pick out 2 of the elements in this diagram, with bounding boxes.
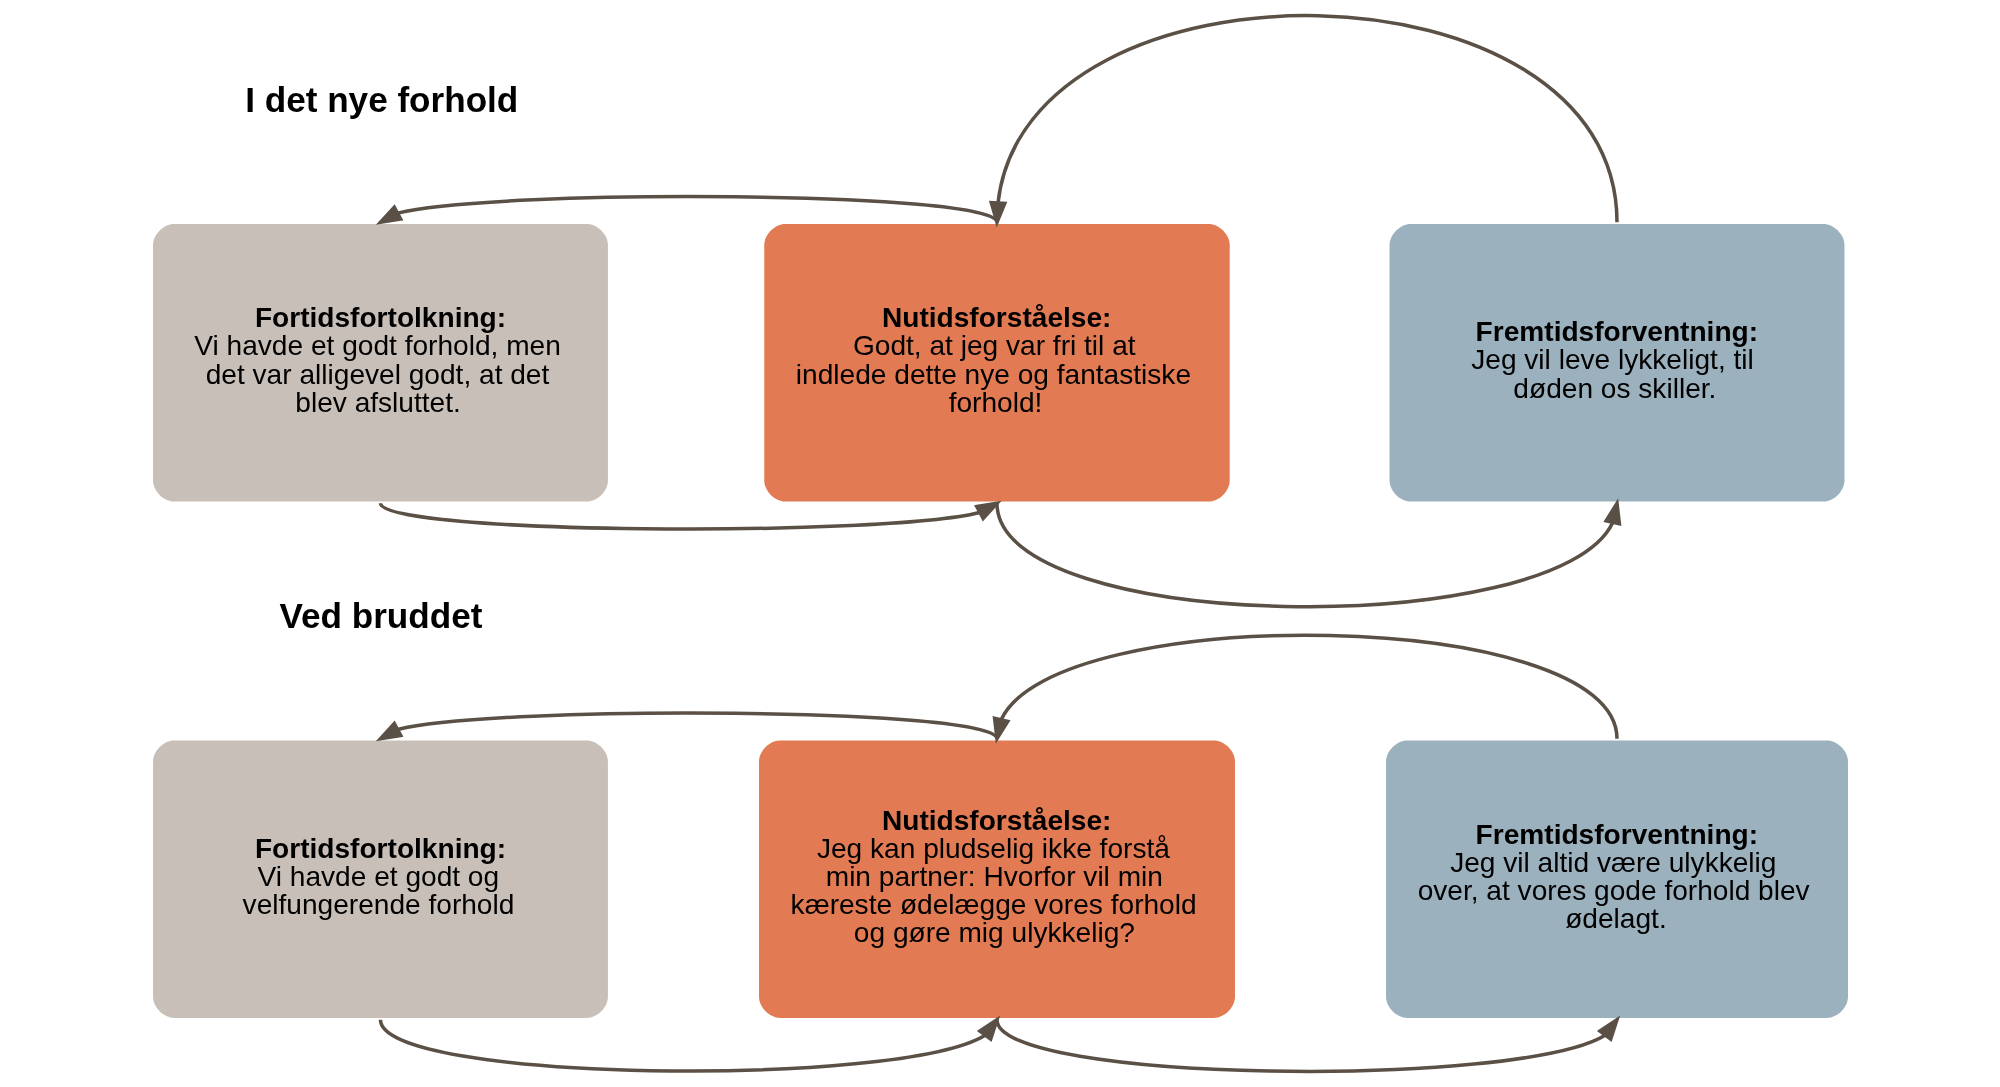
label: I det nye forhold [244,79,518,119]
label: Ved bruddet [278,596,482,636]
